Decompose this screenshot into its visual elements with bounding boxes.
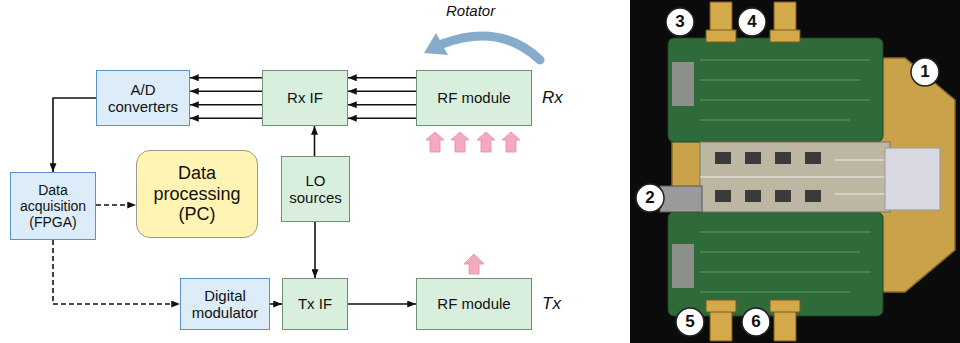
box-label: Data acquisition (FPGA): [15, 182, 91, 230]
signal-connector: [314, 222, 316, 278]
acquisition-box: Data acquisition (FPGA): [10, 172, 96, 240]
signal-connector: [190, 91, 262, 93]
signal-connector: [270, 303, 282, 305]
modulator-box: Digital modulator: [180, 278, 270, 330]
signal-connector: [314, 126, 316, 156]
if-box: Tx IF: [282, 278, 348, 330]
signal-connector: [348, 91, 416, 93]
box-label: Rx IF: [287, 89, 323, 106]
control-connector: [96, 204, 136, 206]
box-label: RF module: [437, 89, 510, 106]
signal-connector: [348, 104, 416, 106]
lo-box: LO sources: [281, 156, 350, 222]
control-connector: [53, 240, 180, 304]
callout-number: 2: [636, 184, 664, 212]
signal-connector: [53, 98, 96, 172]
box-label: A/D converters: [101, 81, 185, 116]
module-photo: [630, 0, 960, 343]
callout-number: 5: [676, 308, 704, 336]
box-label: LO sources: [286, 172, 345, 207]
box-label: Data processing (PC): [141, 163, 253, 225]
tx-label: Tx: [542, 294, 561, 314]
rf-module-box: RF module: [416, 70, 532, 126]
converter-box: A/D converters: [96, 70, 190, 126]
callout-number: 6: [742, 308, 770, 336]
callout-number: 3: [666, 8, 694, 36]
rotator-arrow: [424, 33, 540, 60]
rotator-label: Rotator: [446, 2, 495, 19]
signal-arrows: [426, 132, 520, 274]
box-label: Tx IF: [298, 295, 332, 312]
signal-connector: [190, 77, 262, 79]
signal-connector: [348, 77, 416, 79]
processing-box: Data processing (PC): [136, 150, 258, 238]
rf-module-box: RF module: [416, 278, 532, 330]
signal-connector: [190, 117, 262, 119]
box-label: Digital modulator: [185, 287, 265, 322]
callout-number: 4: [738, 8, 766, 36]
if-box: Rx IF: [262, 70, 348, 126]
callout-number: 1: [911, 58, 939, 86]
signal-connector: [190, 104, 262, 106]
signal-connector: [348, 117, 416, 119]
box-label: RF module: [437, 295, 510, 312]
signal-connector: [348, 303, 416, 305]
rx-label: Rx: [542, 88, 563, 108]
